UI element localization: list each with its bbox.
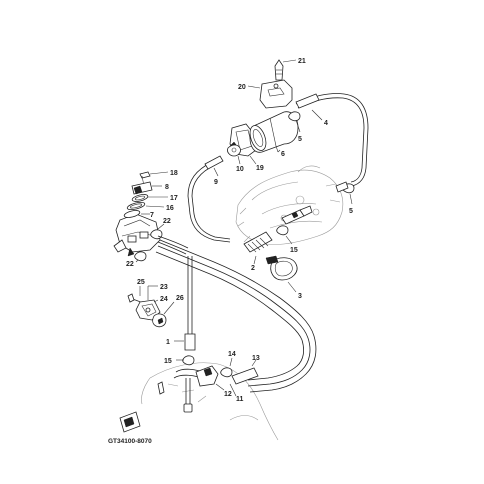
leader-4 xyxy=(311,109,323,121)
part-label-23: 23 xyxy=(160,284,168,291)
part-label-13: 13 xyxy=(252,355,260,362)
part-label-19: 19 xyxy=(256,165,264,172)
clip-5-lower xyxy=(335,181,355,205)
band-clamp-3 xyxy=(265,255,298,293)
bracket-24 xyxy=(135,299,161,321)
part-label-3: 3 xyxy=(298,293,302,300)
part-label-2: 2 xyxy=(251,265,255,272)
clip-10 xyxy=(227,144,241,165)
fuel-return-hose xyxy=(295,93,369,187)
part-label-25: 25 xyxy=(137,279,145,286)
part-label-24: 24 xyxy=(160,296,168,303)
clip-15-upper xyxy=(276,225,293,245)
part-label-12: 12 xyxy=(224,391,232,398)
hose-joint-2 xyxy=(243,231,273,265)
part-label-14: 14 xyxy=(228,351,236,358)
hull-bolt xyxy=(157,381,165,395)
part-label-5a: 5 xyxy=(298,136,302,143)
clip-5-upper xyxy=(288,111,301,133)
part-label-5b: 5 xyxy=(349,208,353,215)
knob-8 xyxy=(131,181,162,195)
hose-4-piece xyxy=(295,93,320,109)
reference-tag-icon xyxy=(119,411,141,433)
part-label-11: 11 xyxy=(236,396,244,403)
part-label-22a: 22 xyxy=(163,218,171,225)
bracket-20 xyxy=(247,79,293,109)
engine-fuel-inlet xyxy=(281,205,313,225)
hose-13 xyxy=(231,359,259,385)
hose-9-line xyxy=(187,155,231,243)
engine-block-outline xyxy=(235,165,344,245)
leader-23 xyxy=(147,285,158,300)
leader-11 xyxy=(229,383,237,397)
leader-9 xyxy=(213,167,219,177)
part-label-7: 7 xyxy=(150,212,154,219)
oring-17 xyxy=(131,194,168,202)
hose-1-vertical xyxy=(184,256,196,351)
part-label-17: 17 xyxy=(170,195,178,202)
manifold-outlet-pipes xyxy=(157,235,189,255)
part-label-16: 16 xyxy=(166,205,174,212)
fuel-filter-6 xyxy=(249,111,299,153)
part-label-10: 10 xyxy=(236,166,244,173)
part-label-21: 21 xyxy=(298,58,306,65)
part-label-6: 6 xyxy=(281,151,285,158)
tank-fitting-12 xyxy=(195,365,225,391)
bolt-21 xyxy=(274,59,297,81)
part-label-22b: 22 xyxy=(126,261,134,268)
clip-15-lower xyxy=(176,355,195,366)
screw-18 xyxy=(139,171,169,187)
clip-14 xyxy=(220,357,233,378)
clip-22-lower xyxy=(134,251,147,263)
clip-26 xyxy=(152,301,175,328)
main-fuel-hose xyxy=(155,239,317,393)
washer-7 xyxy=(123,210,150,218)
diagram-code: GT34100-8070 xyxy=(108,438,152,445)
part-label-20: 20 xyxy=(238,84,246,91)
oring-16 xyxy=(126,201,165,211)
fuel-valve-manifold xyxy=(113,213,161,257)
part-label-26: 26 xyxy=(176,295,184,302)
part-label-8: 8 xyxy=(165,184,169,191)
part-label-15a: 15 xyxy=(290,247,298,254)
part-label-18: 18 xyxy=(170,170,178,177)
part-label-15b: 15 xyxy=(164,358,172,365)
part-label-1: 1 xyxy=(166,339,170,346)
part-label-9: 9 xyxy=(214,179,218,186)
part-label-4: 4 xyxy=(324,120,328,127)
